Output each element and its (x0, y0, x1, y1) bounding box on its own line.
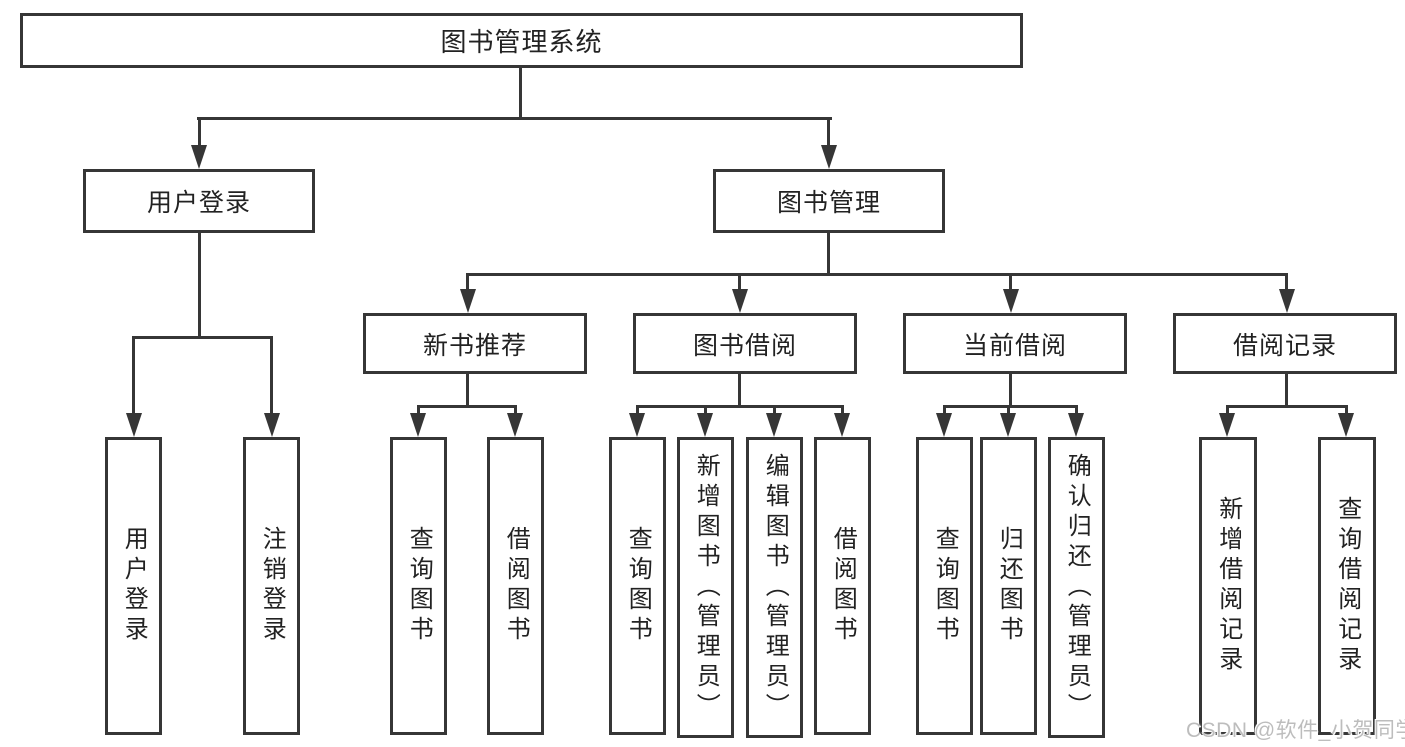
arrow-down-icon (1338, 413, 1354, 437)
node-book-management: 图书管理 (713, 169, 945, 233)
leaf-rec-add-borrow-record: 新增借阅记录 (1199, 437, 1257, 735)
connector-line (773, 406, 776, 415)
connector-line (132, 336, 273, 339)
connector-line (466, 273, 1288, 276)
arrow-down-icon (766, 413, 782, 437)
connector-line (738, 274, 741, 291)
connector-line (1009, 274, 1012, 291)
connector-line (417, 406, 420, 415)
leaf-bb-add-books-admin: 新增图书（管理员） (677, 437, 734, 738)
node-borrowing-records: 借阅记录 (1173, 313, 1397, 374)
arrow-down-icon (460, 289, 476, 313)
leaf-nb-query-books: 查询图书 (390, 437, 447, 735)
connector-line (738, 372, 741, 407)
leaf-nb-borrow-books: 借阅图书 (487, 437, 544, 735)
watermark: CSDN @软件_小贺同学 (1186, 719, 1405, 742)
arrow-down-icon (732, 289, 748, 313)
leaf-rec-query-borrow-record: 查询借阅记录 (1318, 437, 1376, 735)
arrow-down-icon (936, 413, 952, 437)
connector-line (1226, 405, 1348, 408)
connector-line (636, 406, 639, 415)
connector-line (466, 274, 469, 291)
connector-line (841, 406, 844, 415)
arrow-down-icon (126, 413, 142, 437)
arrow-down-icon (1068, 413, 1084, 437)
connector-line (1345, 406, 1348, 415)
connector-line (943, 406, 946, 415)
connector-line (270, 337, 273, 415)
arrow-down-icon (264, 413, 280, 437)
connector-line (1007, 406, 1010, 415)
connector-line (1075, 406, 1078, 415)
node-book-borrowing: 图书借阅 (633, 313, 857, 374)
connector-line (636, 405, 844, 408)
connector-line (132, 337, 135, 415)
connector-line (1009, 372, 1012, 407)
connector-line (1226, 406, 1229, 415)
arrow-down-icon (697, 413, 713, 437)
node-library-management-system: 图书管理系统 (20, 13, 1023, 68)
leaf-bb-borrow-books: 借阅图书 (814, 437, 871, 735)
leaf-cb-return-books: 归还图书 (980, 437, 1037, 735)
arrow-down-icon (507, 413, 523, 437)
arrow-down-icon (629, 413, 645, 437)
arrow-down-icon (1279, 289, 1295, 313)
leaf-cb-confirm-return-admin: 确认归还（管理员） (1048, 437, 1105, 738)
connector-line (514, 406, 517, 415)
node-user-login: 用户登录 (83, 169, 315, 233)
connector-line (198, 231, 201, 338)
arrow-down-icon (1000, 413, 1016, 437)
connector-line (1285, 274, 1288, 291)
connector-line (417, 405, 517, 408)
connector-line (198, 118, 201, 147)
node-current-borrowing: 当前借阅 (903, 313, 1127, 374)
arrow-down-icon (191, 145, 207, 169)
arrow-down-icon (1219, 413, 1235, 437)
leaf-cb-query-books: 查询图书 (916, 437, 973, 735)
arrow-down-icon (1003, 289, 1019, 313)
arrow-down-icon (834, 413, 850, 437)
connector-line (1285, 372, 1288, 407)
connector-line (827, 231, 830, 276)
leaf-user-login: 用户登录 (105, 437, 162, 735)
arrow-down-icon (821, 145, 837, 169)
connector-line (466, 372, 469, 407)
leaf-bb-query-books: 查询图书 (609, 437, 666, 735)
node-new-book-recommend: 新书推荐 (363, 313, 587, 374)
connector-line (943, 405, 1078, 408)
connector-line (197, 117, 832, 120)
leaf-bb-edit-books-admin: 编辑图书（管理员） (746, 437, 803, 738)
leaf-logout: 注销登录 (243, 437, 300, 735)
connector-line (827, 118, 830, 147)
connector-line (704, 406, 707, 415)
connector-line (519, 66, 522, 119)
arrow-down-icon (410, 413, 426, 437)
